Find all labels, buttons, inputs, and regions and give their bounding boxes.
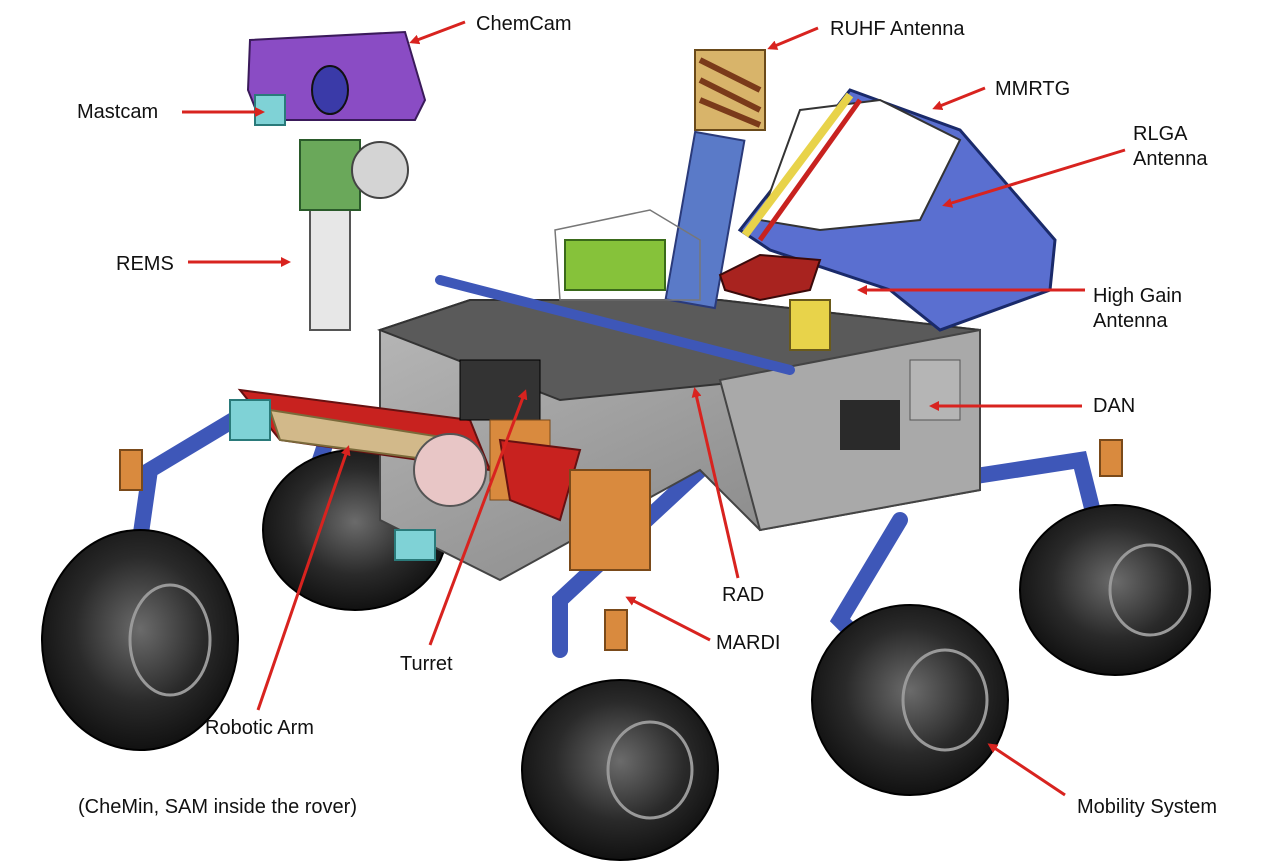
deck-bar [435, 275, 795, 375]
robotic-arm-shape [229, 388, 492, 561]
mmrtg-shape [737, 88, 1057, 332]
label-note: (CheMin, SAM inside the rover) [78, 796, 357, 818]
label-chemcam: ChemCam [476, 13, 572, 35]
label-mobility-system: Mobility System [1077, 796, 1218, 818]
label-high-gain-line1: High Gain [1093, 285, 1182, 307]
arrow-rlga [942, 148, 1126, 208]
label-turret: Turret [400, 653, 453, 675]
wheel-hubs [119, 439, 1123, 651]
turret-shape [459, 359, 582, 522]
label-rems: REMS [116, 253, 174, 275]
arrow-turret [428, 389, 528, 646]
label-robotic-arm: Robotic Arm [205, 717, 314, 739]
label-rlga-line1: RLGA [1133, 123, 1188, 145]
label-high-gain-line2: Antenna [1093, 310, 1168, 332]
label-rad: RAD [722, 584, 765, 606]
label-mardi: MARDI [716, 632, 781, 654]
arrow-rad [691, 387, 740, 579]
wheel-rear-right [1019, 504, 1211, 676]
wheel-front-left [41, 529, 239, 751]
high-gain-antenna-shape [718, 253, 831, 351]
arrow-chemcam [409, 20, 466, 45]
label-mmrtg: MMRTG [995, 78, 1071, 100]
remote-sensing-mast [246, 30, 427, 331]
arrow-robotic-arm [256, 445, 351, 711]
label-ruhf-antenna: RUHF Antenna [830, 18, 965, 40]
label-dan: DAN [1093, 395, 1136, 417]
green-electronics-box [564, 239, 666, 291]
arrow-ruhf [767, 26, 819, 50]
arrow-mobility [987, 743, 1066, 797]
sample-inlet [569, 469, 651, 571]
label-rlga-line2: Antenna [1133, 148, 1208, 170]
wheel-middle-left [521, 679, 719, 861]
arrow-mmrtg [932, 86, 986, 111]
arrow-mardi [625, 596, 711, 642]
wheel-rear-left [811, 604, 1009, 796]
ruhf-antenna-shape [664, 49, 766, 310]
pointer-arrows [182, 20, 1126, 797]
label-mastcam: Mastcam [77, 101, 159, 123]
